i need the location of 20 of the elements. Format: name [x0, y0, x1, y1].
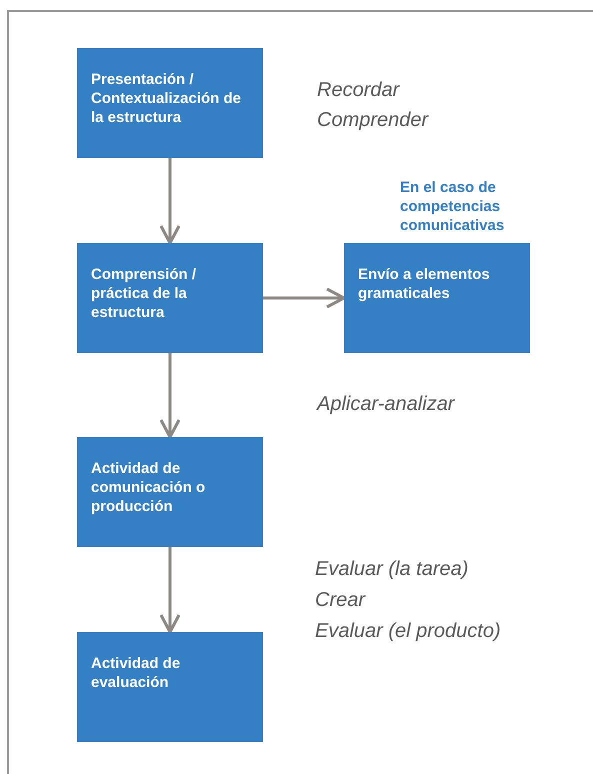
- box-text: Comprensión / práctica de la estructura: [91, 265, 198, 322]
- box-text: Envío a elementos gramaticales: [358, 265, 491, 303]
- stage-label: Evaluar (el producto): [315, 619, 501, 643]
- box-text: Actividad de comunicación o producción: [91, 459, 206, 516]
- process-box: [77, 48, 263, 158]
- process-box: [77, 243, 263, 353]
- box-heading: En el caso de competencias comunicativas: [400, 178, 506, 235]
- stage-label: Comprender: [317, 108, 428, 132]
- stage-label: Aplicar-analizar: [317, 392, 454, 416]
- process-box: [77, 632, 263, 742]
- box-text: Actividad de evaluación: [91, 654, 182, 692]
- stage-label: Evaluar (la tarea): [315, 557, 468, 581]
- arrow: [160, 353, 180, 438]
- arrow: [263, 288, 346, 308]
- arrow: [160, 158, 180, 244]
- stage-label: Recordar: [317, 78, 400, 102]
- stage-label: Crear: [315, 588, 366, 612]
- box-text: Presentación / Contextualización de la estructura: [91, 70, 242, 127]
- arrow: [160, 547, 180, 634]
- process-box: [77, 437, 263, 547]
